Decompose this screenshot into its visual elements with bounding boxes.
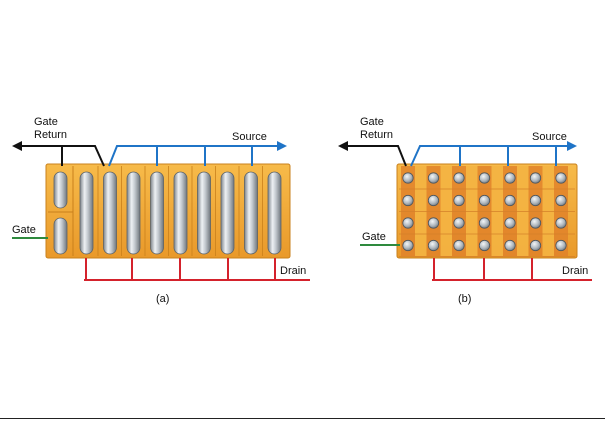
panel-a-drain-taps (85, 258, 276, 280)
panel-a-finger (150, 171, 164, 255)
panel-b-bump (402, 239, 414, 252)
panel-b-bump (478, 217, 491, 229)
panel-a-gate-return-label-1: Gate (34, 116, 58, 128)
panel-b-drain-strip (517, 166, 529, 256)
panel-a-source-label: Source (232, 131, 267, 143)
panel-a-fingers (79, 166, 282, 256)
panel-b-bump (529, 239, 542, 252)
panel-b-source-strip (503, 166, 517, 256)
panel-b-source-strip (452, 166, 466, 256)
panel-b-bump (427, 217, 440, 229)
panel-b-bumps (402, 172, 567, 252)
panel-b-drain-strip (542, 166, 554, 256)
panel-a-finger (126, 171, 141, 255)
panel-a-finger (103, 171, 117, 255)
panel-b-bump (402, 172, 414, 184)
panel-b-bump (478, 239, 491, 252)
panel-b-bump (427, 194, 440, 207)
panel-b-bump (453, 194, 465, 207)
bottom-divider (0, 418, 605, 419)
panel-a: Gate Return Source Gate Drain (a) (12, 116, 310, 305)
panel-b-bump (478, 172, 491, 184)
panel-b-source-strip (426, 166, 441, 256)
panel-a-gate-return-arrowhead (12, 141, 22, 151)
panel-b-bump (478, 194, 491, 207)
panel-b-bump (427, 239, 440, 252)
panel-b-source-strip (477, 166, 492, 256)
panel-b-bump (504, 194, 516, 207)
panel-b-source-taps (459, 146, 557, 166)
panel-b-gate-return-line (346, 145, 407, 167)
panel-b-bump (453, 172, 465, 184)
panel-b-bump (529, 217, 542, 229)
panel-b-drain-strip (440, 166, 452, 256)
panel-a-gate-label: Gate (12, 224, 36, 236)
panel-b-gate-return-label-2: Return (360, 129, 393, 141)
panel-a-gate-pad (53, 217, 68, 255)
panel-a-source-taps (156, 146, 253, 166)
panel-b-drain-strip (415, 166, 427, 256)
panel-b-bump (453, 239, 465, 252)
panel-b-source-line (410, 145, 568, 167)
panel-b-gate-label: Gate (362, 231, 386, 243)
panel-a-gate-return-line (20, 145, 105, 167)
panel-b-caption: (b) (458, 293, 471, 305)
panel-a-finger (79, 171, 94, 255)
panel-b-bump (504, 217, 516, 229)
panel-a-finger (220, 171, 235, 255)
panel-b-bump (453, 217, 465, 229)
panel-b-bump (504, 239, 516, 252)
panel-b-bump (555, 172, 567, 184)
panel-b-source-strip (401, 166, 415, 256)
panel-b-bump (427, 172, 440, 184)
panel-b-bump (529, 172, 542, 184)
panel-b-source-strip (528, 166, 543, 256)
panel-a-source-arrowhead (277, 141, 287, 151)
panel-b-gate-return-label-1: Gate (360, 116, 384, 128)
panel-b-bump (529, 194, 542, 207)
panel-a-caption: (a) (156, 293, 169, 305)
panel-a-gate-return-pad (53, 171, 68, 209)
panel-a-finger (267, 171, 282, 255)
panel-b-bump (402, 194, 414, 207)
panel-a-gate-return-label-2: Return (34, 129, 67, 141)
panel-b-drain-strip (466, 166, 478, 256)
panel-a-finger (244, 171, 258, 255)
panel-b-source-arrowhead (567, 141, 577, 151)
panel-b-gate-return-arrowhead (338, 141, 348, 151)
panel-b-drain-taps (433, 258, 533, 280)
panel-a-source-line (108, 145, 278, 167)
panel-b: Gate Return Source Gate Drain (b) (338, 116, 592, 305)
panel-b-strips (399, 166, 575, 257)
panel-b-source-label: Source (532, 131, 567, 143)
panel-b-bump (402, 217, 414, 229)
panel-b-source-strip (554, 166, 568, 256)
panel-b-drain-strip (491, 166, 503, 256)
panel-a-drain-label: Drain (280, 265, 306, 277)
panel-b-drain-label: Drain (562, 265, 588, 277)
panel-b-bump (504, 172, 516, 184)
panel-a-finger (197, 171, 211, 255)
panel-b-bump (555, 194, 567, 207)
panel-b-bump (555, 217, 567, 229)
panel-a-finger (173, 171, 188, 255)
panel-b-bump (555, 239, 567, 252)
